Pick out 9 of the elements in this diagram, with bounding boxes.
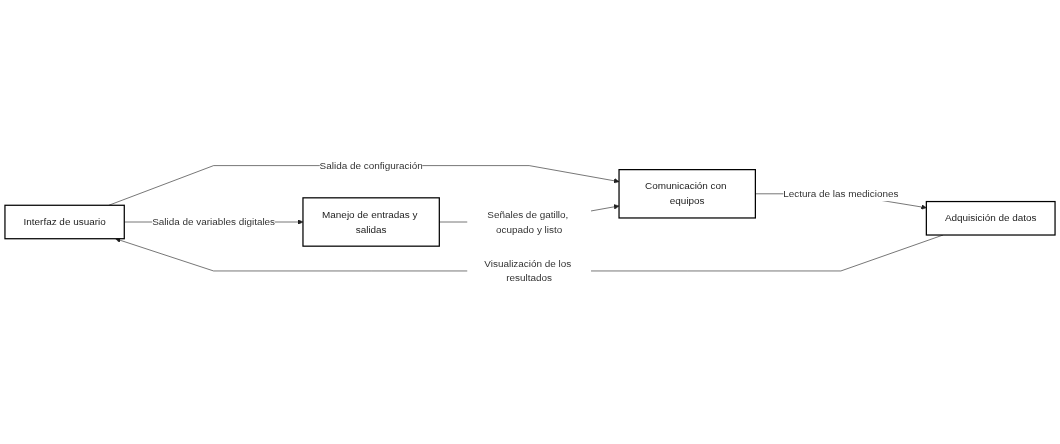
node-box: Interfaz de usuario xyxy=(4,204,125,240)
edge-label: Salida de configuración xyxy=(319,160,423,171)
edge-label: Señales de gatillo, ocupado y listo xyxy=(487,208,569,235)
node-box: Manejo de entradas y salidas xyxy=(302,197,440,247)
node-box: Comunicación con equipos xyxy=(618,169,756,219)
edge-label: Visualización de los resultados xyxy=(484,257,572,284)
node-box: Adquisición de datos xyxy=(925,200,1056,236)
edge-label: Lectura de las mediciones xyxy=(783,188,899,199)
edge-label: Salida de variables digitales xyxy=(152,216,276,227)
